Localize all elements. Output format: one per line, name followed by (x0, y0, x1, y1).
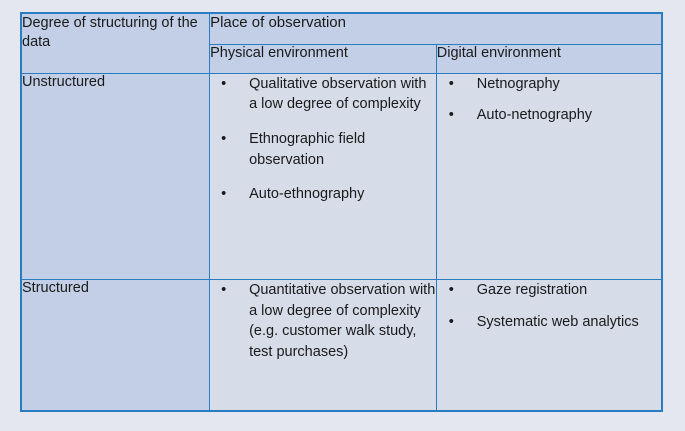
bullet-list: • Quantitative observation with a low de… (210, 280, 436, 362)
list-item: • Quantitative observation with a low de… (210, 280, 436, 362)
list-item-text: Auto-netnography (476, 107, 593, 124)
header-physical-environment: Physical environment (209, 43, 437, 74)
list-item: • Gaze registration (437, 280, 661, 301)
bullet-icon: • (221, 282, 227, 299)
row-label-structured: Structured (20, 279, 211, 412)
list-item: • Netnography (437, 74, 661, 95)
list-item: • Auto-netnography (437, 105, 661, 126)
observation-methods-table: Degree of structuring of the data Place … (20, 12, 663, 412)
header-stub-degree-of-structuring: Degree of structuring of the data (20, 12, 211, 74)
bullet-icon: • (448, 107, 454, 124)
table-header-row-secondary: Physical environment Digital environment (21, 43, 663, 74)
cell-structured-physical: • Quantitative observation with a low de… (209, 279, 437, 412)
list-item: • Systematic web analytics (437, 312, 661, 333)
cell-structured-digital: • Gaze registration • Systematic web ana… (435, 279, 663, 412)
table-header-row-primary: Degree of structuring of the data Place … (20, 12, 663, 74)
bullet-icon: • (221, 131, 227, 148)
list-item-text: Gaze registration (476, 282, 588, 299)
list-item-text: Ethnographic field observation (249, 131, 366, 168)
row-label-unstructured: Unstructured (20, 72, 211, 281)
list-item-text: Auto-ethnography (249, 186, 365, 203)
list-item-text: Qualitative observation with a low degre… (249, 75, 427, 113)
bullet-icon: • (221, 186, 227, 203)
list-item-text: Systematic web analytics (476, 313, 639, 330)
header-digital-environment: Digital environment (435, 43, 663, 74)
cell-unstructured-physical: • Qualitative observation with a low deg… (209, 72, 437, 281)
header-place-of-observation: Place of observation (209, 12, 663, 45)
list-item-text: Netnography (476, 75, 560, 92)
list-item: • Ethnographic field observation (210, 129, 436, 170)
bullet-icon: • (221, 75, 227, 92)
table-row: Structured • Quantitative observation wi… (20, 279, 663, 412)
bullet-list: • Netnography • Auto-netnography (437, 74, 661, 126)
bullet-icon: • (448, 75, 454, 92)
bullet-list: • Qualitative observation with a low deg… (210, 74, 436, 205)
bullet-icon: • (448, 313, 454, 330)
list-item: • Qualitative observation with a low deg… (210, 74, 436, 115)
list-item-text: Quantitative observation with a low degr… (249, 282, 436, 361)
bullet-icon: • (448, 282, 454, 299)
cell-unstructured-digital: • Netnography • Auto-netnography (435, 72, 663, 281)
bullet-list: • Gaze registration • Systematic web ana… (437, 280, 661, 332)
table-row: Unstructured • Qualitative observation w… (20, 72, 663, 281)
list-item: • Auto-ethnography (210, 184, 436, 205)
